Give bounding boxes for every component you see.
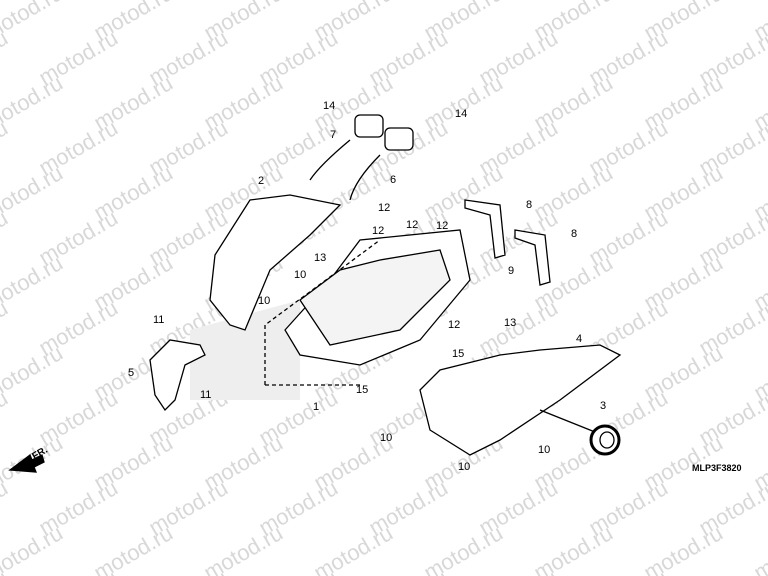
front-arrow-icon [8, 453, 45, 473]
callout-label: 14 [455, 108, 468, 120]
callout-label: 11 [200, 389, 212, 401]
callout-label: 13 [504, 317, 517, 329]
callout-label: 3 [600, 400, 607, 412]
callout-label: 10 [294, 269, 307, 281]
callout-label: 10 [458, 461, 471, 473]
callout-label: 12 [448, 319, 461, 331]
callout-label: 6 [390, 174, 397, 186]
callout-label: 1 [313, 401, 320, 413]
diagram-code: MLP3F3820 [692, 463, 742, 473]
callout-label: 15 [356, 384, 369, 396]
callout-label: 10 [258, 295, 271, 307]
callout-label: 10 [380, 432, 393, 444]
part-5-bracket [149, 339, 206, 412]
callout-label: 7 [330, 129, 337, 141]
callout-label: 5 [128, 367, 135, 379]
callout-label: 11 [153, 314, 165, 326]
callout-label: 4 [576, 333, 583, 345]
part-4-undercover [419, 344, 622, 456]
callout-label: 9 [508, 265, 515, 277]
part-7-coil [354, 114, 384, 138]
callout-label: 12 [372, 225, 385, 237]
part-8-cap [464, 199, 506, 259]
part-8-cap-2 [514, 229, 551, 286]
callout-label: 13 [314, 252, 327, 264]
callout-label: 15 [452, 348, 465, 360]
callout-label: 8 [526, 199, 533, 211]
part-2-cover [209, 194, 342, 331]
callout-label: 10 [538, 444, 551, 456]
callout-label: 12 [436, 220, 449, 232]
callout-label: 14 [323, 100, 336, 112]
callout-label: 12 [378, 202, 391, 214]
callout-label: 8 [571, 228, 578, 240]
part-6-coil [384, 127, 414, 151]
callout-label: 2 [258, 175, 265, 187]
callout-label: 12 [406, 219, 419, 231]
